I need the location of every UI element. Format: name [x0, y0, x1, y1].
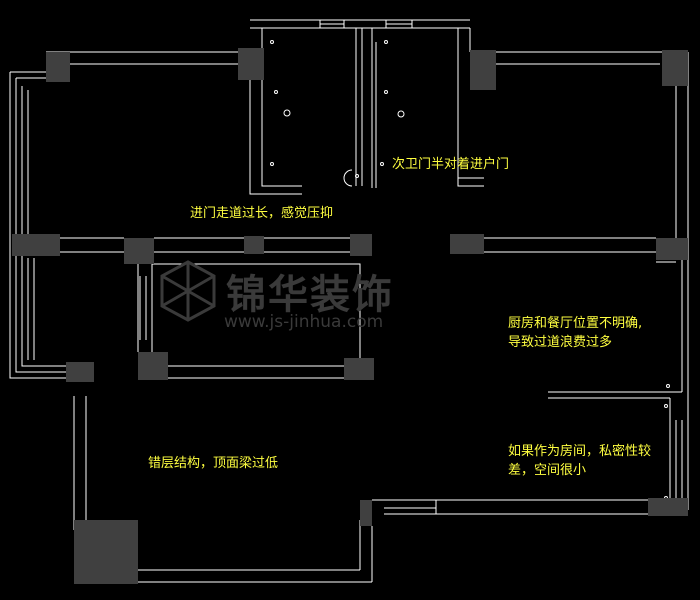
- column: [344, 358, 374, 380]
- wall-left-outer-top: [10, 71, 46, 79]
- wall-right: [675, 52, 689, 510]
- wall-kitchen-lower: [548, 391, 682, 500]
- wall-lower-right: [359, 520, 373, 582]
- column: [662, 50, 688, 86]
- annotation-room-line1: 如果作为房间，私密性较: [508, 444, 652, 459]
- wall-left-outer: [9, 72, 80, 379]
- wall-inner-room: [137, 252, 361, 358]
- column: [450, 234, 484, 254]
- annotation-kitchen-line1: 厨房和餐厅位置不明确,: [508, 316, 643, 331]
- bath-window-2: [385, 20, 413, 28]
- annotation-bathroom-door: 次卫门半对着进户门: [392, 157, 510, 172]
- annotation-split-level: 错层结构，顶面梁过低: [148, 456, 279, 471]
- watermark-logo-icon: [160, 260, 216, 322]
- column: [244, 236, 264, 254]
- annotation-room-line2: 差，空间很小: [508, 463, 587, 478]
- column: [238, 48, 264, 80]
- wall-bath-2: [371, 27, 484, 188]
- wall-lower-bottom: [138, 569, 372, 583]
- annotation-corridor: 进门走道过长，感觉压抑: [190, 206, 334, 221]
- column: [350, 234, 372, 256]
- wall-top-left: [46, 51, 250, 65]
- bath-window-1: [319, 20, 345, 28]
- wall-corridor-right: [484, 237, 656, 253]
- wall-inner-left-window: [139, 276, 147, 340]
- fixture-6: [384, 90, 388, 94]
- column: [360, 500, 372, 526]
- column: [138, 352, 168, 380]
- wall-left-mid: [27, 258, 35, 360]
- fixture-10: [666, 384, 670, 388]
- wall-right-window: [675, 420, 683, 500]
- wall-top-right: [484, 51, 660, 65]
- fixture-7: [397, 110, 405, 118]
- column: [656, 238, 688, 260]
- column: [46, 52, 70, 82]
- column: [470, 50, 496, 90]
- column: [74, 520, 138, 584]
- fixture-11: [664, 404, 668, 408]
- wall-corridor-top: [60, 237, 350, 253]
- watermark-brand: 锦华装饰: [226, 272, 394, 318]
- fixture-1: [270, 40, 274, 44]
- wall-bath-2-right: [457, 178, 484, 187]
- wall-lower-left: [73, 396, 87, 530]
- wall-lower-top: [372, 499, 648, 515]
- fixture-2: [274, 90, 278, 94]
- fixture-5: [384, 40, 388, 44]
- fixture-8: [380, 162, 384, 166]
- fixture-4: [270, 162, 274, 166]
- watermark-url: www.js-jinhua.com: [224, 312, 384, 332]
- wall-bath-1-right: [355, 28, 363, 186]
- door-bath-1: [343, 169, 353, 187]
- column: [648, 498, 688, 516]
- annotation-kitchen-line2: 导致过道浪费过多: [508, 335, 613, 350]
- column: [12, 234, 60, 256]
- wall-inner-room-bottom: [168, 365, 344, 379]
- fixture-3: [283, 109, 291, 117]
- fixture-9: [355, 174, 359, 178]
- wall-bath-1: [249, 19, 470, 195]
- column: [124, 238, 154, 264]
- column: [66, 362, 94, 382]
